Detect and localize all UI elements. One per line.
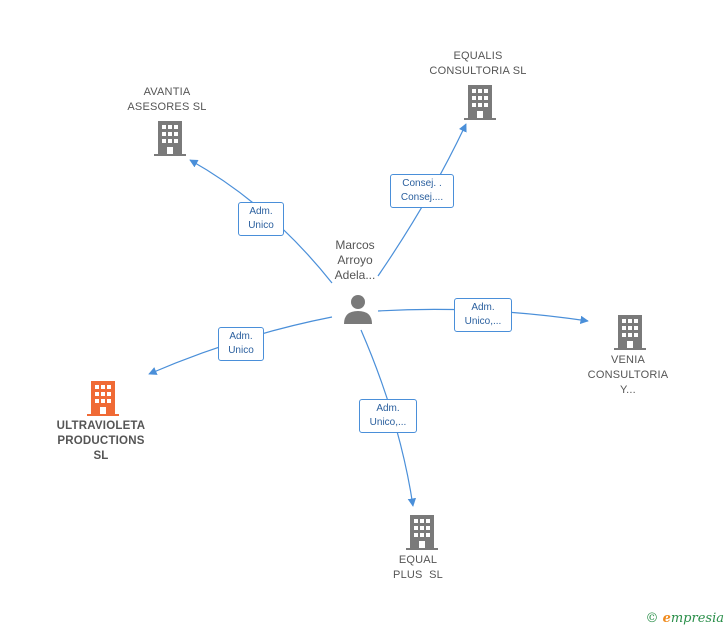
person-name[interactable]: Marcos Arroyo Adela...: [318, 238, 392, 283]
company-name-ultravioleta[interactable]: ULTRAVIOLETA PRODUCTIONS SL: [38, 419, 164, 464]
company-name-line: Y...: [620, 384, 636, 396]
company-name-equal-plus[interactable]: EQUAL PLUS SL: [368, 553, 468, 583]
building-icon[interactable]: [405, 514, 439, 550]
person-name-line: Adela...: [334, 268, 376, 282]
brand-logo-initial: e: [662, 611, 671, 626]
role-text: Adm.: [229, 331, 253, 342]
role-text: Adm.: [249, 206, 273, 217]
building-icon[interactable]: [613, 314, 647, 350]
company-name-venia[interactable]: VENIA CONSULTORIA Y...: [578, 353, 678, 398]
company-name-line: ASESORES SL: [127, 101, 207, 113]
brand-footer[interactable]: © empresia: [645, 611, 724, 626]
role-text: Unico: [228, 345, 254, 356]
company-name-line: CONSULTORIA: [587, 369, 669, 381]
company-name-avantia[interactable]: AVANTIA ASESORES SL: [107, 85, 227, 115]
company-name-line: PLUS SL: [393, 569, 443, 581]
company-name-line: SL: [93, 450, 109, 462]
role-box-avantia[interactable]: Adm. Unico: [238, 202, 284, 236]
person-name-line: Marcos: [335, 238, 375, 252]
role-text: Adm.: [471, 302, 495, 313]
role-text: Adm.: [376, 403, 400, 414]
role-box-ultravioleta[interactable]: Adm. Unico: [218, 327, 264, 361]
building-icon[interactable]: [153, 120, 187, 156]
role-text: Unico: [248, 220, 274, 231]
company-name-line: AVANTIA: [143, 86, 191, 98]
person-name-line: Arroyo: [337, 253, 373, 267]
role-text: Unico,...: [464, 316, 502, 327]
role-text: Consej....: [400, 192, 444, 203]
person-icon[interactable]: [341, 292, 375, 326]
role-box-equalis[interactable]: Consej. . Consej....: [390, 174, 454, 208]
company-name-line: ULTRAVIOLETA: [56, 420, 146, 432]
brand-logo-text: mpresia: [670, 611, 724, 626]
company-name-line: PRODUCTIONS: [57, 435, 145, 447]
company-name-line: EQUAL: [398, 554, 438, 566]
company-name-line: EQUALIS: [453, 50, 503, 62]
copyright-symbol: ©: [645, 611, 659, 626]
company-name-line: VENIA: [610, 354, 645, 366]
role-box-equal-plus[interactable]: Adm. Unico,...: [359, 399, 417, 433]
building-icon[interactable]: [86, 380, 120, 416]
role-box-venia[interactable]: Adm. Unico,...: [454, 298, 512, 332]
company-name-line: CONSULTORIA SL: [429, 65, 527, 77]
role-text: Consej. .: [402, 178, 442, 189]
building-icon[interactable]: [463, 84, 497, 120]
role-text: Unico,...: [369, 417, 407, 428]
company-name-equalis[interactable]: EQUALIS CONSULTORIA SL: [408, 49, 548, 79]
